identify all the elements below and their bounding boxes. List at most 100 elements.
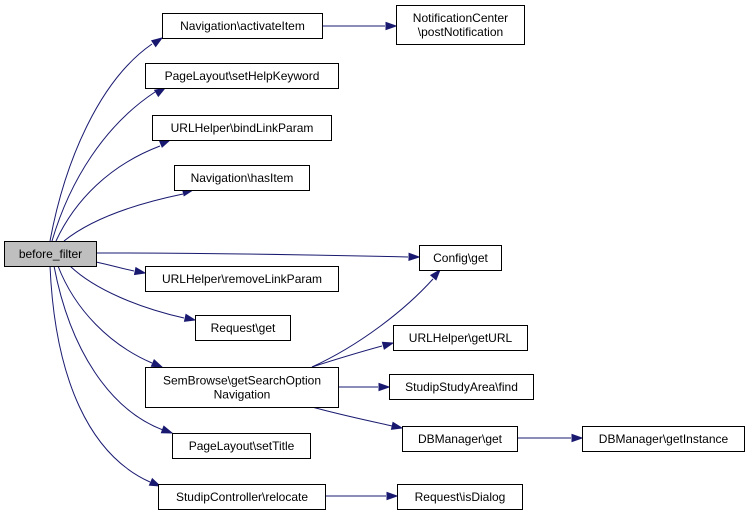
edge-arrowhead xyxy=(378,382,391,392)
node-url-geturl[interactable]: URLHelper\getURL xyxy=(393,325,528,351)
node-label: URLHelper\removeLinkParam xyxy=(162,272,322,286)
node-url-remove[interactable]: URLHelper\removeLinkParam xyxy=(145,266,339,292)
node-label: DBManager\get xyxy=(418,432,503,446)
edge-arrowhead xyxy=(183,313,197,322)
node-box[interactable] xyxy=(393,325,528,351)
node-label: DBManager\getInstance xyxy=(599,432,729,446)
node-box[interactable] xyxy=(582,426,745,452)
edge-line xyxy=(95,261,135,272)
edge-arrowhead xyxy=(429,268,441,281)
edge-before_filter-to-pl_title xyxy=(53,265,174,434)
edge-line xyxy=(311,345,383,368)
node-label: URLHelper\getURL xyxy=(409,331,513,345)
node-pl-title[interactable]: PageLayout\setTitle xyxy=(172,433,311,459)
edges-layer xyxy=(49,21,584,501)
edge-sem_browse-to-study_find xyxy=(337,382,391,392)
edge-arrowhead xyxy=(386,491,399,501)
edge-line xyxy=(63,193,184,242)
node-db-get[interactable]: DBManager\get xyxy=(402,426,518,452)
edge-line xyxy=(49,43,153,242)
node-box[interactable] xyxy=(396,5,525,45)
edge-nav_activate-to-notif_post xyxy=(322,21,398,31)
node-study-find[interactable]: StudipStudyArea\find xyxy=(389,374,534,400)
edge-arrowhead xyxy=(158,139,172,148)
node-url-bind[interactable]: URLHelper\bindLinkParam xyxy=(152,115,332,141)
node-before-filter[interactable]: before_filter xyxy=(4,241,97,267)
edge-arrowhead xyxy=(390,421,404,430)
edge-sem_browse-to-url_geturl xyxy=(311,341,395,368)
edge-line xyxy=(311,278,434,368)
node-box[interactable] xyxy=(158,484,326,510)
edge-before_filter-to-req_get xyxy=(69,265,197,322)
edge-line xyxy=(311,406,393,427)
edge-before_filter-to-config_get xyxy=(95,252,421,261)
node-pl-helpkw[interactable]: PageLayout\setHelpKeyword xyxy=(145,63,339,89)
node-box[interactable] xyxy=(195,315,291,341)
edge-before_filter-to-nav_has xyxy=(63,188,195,242)
edge-line xyxy=(53,265,164,431)
edge-arrowhead xyxy=(150,37,164,48)
node-label: StudipStudyArea\find xyxy=(405,380,518,394)
node-ctrl-reloc[interactable]: StudipController\relocate xyxy=(158,484,326,510)
node-label: PageLayout\setHelpKeyword xyxy=(165,69,320,83)
edge-line xyxy=(49,265,151,483)
node-box[interactable] xyxy=(145,266,339,292)
node-label: before_filter xyxy=(19,247,82,261)
node-req-dialog[interactable]: Request\isDialog xyxy=(397,484,523,510)
edge-line xyxy=(55,145,161,242)
node-label: Navigation\hasItem xyxy=(191,171,294,185)
node-box[interactable] xyxy=(174,165,310,191)
node-box[interactable] xyxy=(402,426,518,452)
edge-before_filter-to-pl_helpkw xyxy=(51,87,167,242)
node-box[interactable] xyxy=(419,245,502,271)
node-label: \postNotification xyxy=(418,25,503,39)
node-box[interactable] xyxy=(162,13,323,39)
node-label: Navigation xyxy=(214,388,271,402)
edge-arrowhead xyxy=(133,266,147,276)
node-box[interactable] xyxy=(397,484,523,510)
edge-arrowhead xyxy=(408,252,421,261)
node-box[interactable] xyxy=(145,63,339,89)
edge-line xyxy=(57,265,153,364)
node-box[interactable] xyxy=(145,367,339,408)
edge-before_filter-to-ctrl_reloc xyxy=(49,265,162,487)
node-label: Request\get xyxy=(211,321,276,335)
node-box[interactable] xyxy=(172,433,311,459)
edge-arrowhead xyxy=(571,433,584,443)
edge-db_get-to-db_inst xyxy=(516,433,584,443)
node-notif-post[interactable]: NotificationCenter\postNotification xyxy=(396,5,525,45)
node-box[interactable] xyxy=(4,241,97,267)
node-label: Config\get xyxy=(433,251,488,265)
edge-arrowhead xyxy=(148,477,162,487)
node-label: URLHelper\bindLinkParam xyxy=(171,121,314,135)
edge-arrowhead xyxy=(385,21,398,31)
node-db-inst[interactable]: DBManager\getInstance xyxy=(582,426,745,452)
edge-sem_browse-to-db_get xyxy=(311,406,404,430)
edge-line xyxy=(95,252,409,258)
edge-before_filter-to-nav_activate xyxy=(49,37,164,242)
node-label: Request\isDialog xyxy=(415,490,506,504)
edge-before_filter-to-url_remove xyxy=(95,261,147,276)
edge-arrowhead xyxy=(381,341,395,350)
edge-line xyxy=(69,265,185,319)
node-nav-activate[interactable]: Navigation\activateItem xyxy=(162,13,323,39)
edge-arrowhead xyxy=(150,359,164,368)
node-config-get[interactable]: Config\get xyxy=(419,245,502,271)
node-label: StudipController\relocate xyxy=(176,490,308,504)
node-label: NotificationCenter xyxy=(413,11,508,25)
node-box[interactable] xyxy=(389,374,534,400)
edge-arrowhead xyxy=(160,425,174,434)
node-nav-has[interactable]: Navigation\hasItem xyxy=(174,165,310,191)
edge-ctrl_reloc-to-req_dialog xyxy=(325,491,399,501)
edge-arrowhead xyxy=(153,87,167,98)
edge-sem_browse-to-config_get xyxy=(311,268,441,368)
node-req-get[interactable]: Request\get xyxy=(195,315,291,341)
nodes-layer: before_filter Navigation\activateItem Noti… xyxy=(4,5,745,510)
edge-before_filter-to-sem_browse xyxy=(57,265,164,368)
node-box[interactable] xyxy=(152,115,332,141)
edge-line xyxy=(51,91,156,242)
node-label: SemBrowse\getSearchOption xyxy=(163,374,321,388)
edge-before_filter-to-url_bind xyxy=(55,139,172,242)
